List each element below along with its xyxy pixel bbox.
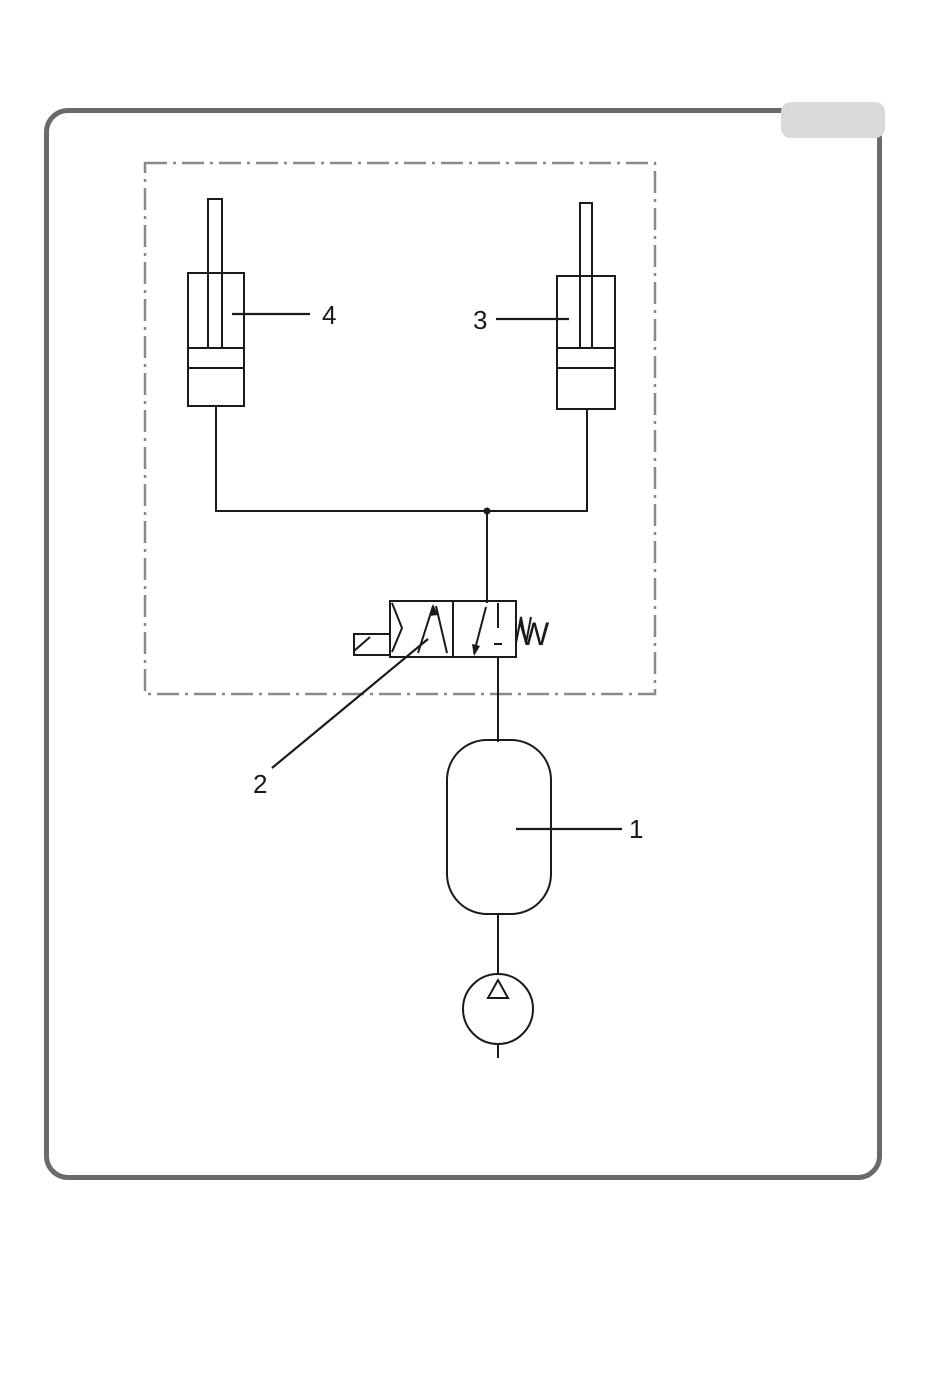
pump [463,974,533,1044]
label-cylinder-right: 3 [473,305,487,335]
pipework [216,406,587,1058]
label-spring: W [519,616,550,652]
junction-dot [484,508,491,515]
directional-valve [354,601,531,657]
cylinder-right [557,203,615,409]
accumulator [447,740,551,914]
cylinder-left [188,199,244,406]
label-cylinder-left: 4 [322,300,336,330]
leader-lines [232,314,622,829]
label-accumulator: 1 [629,814,643,844]
label-valve: 2 [253,769,267,799]
